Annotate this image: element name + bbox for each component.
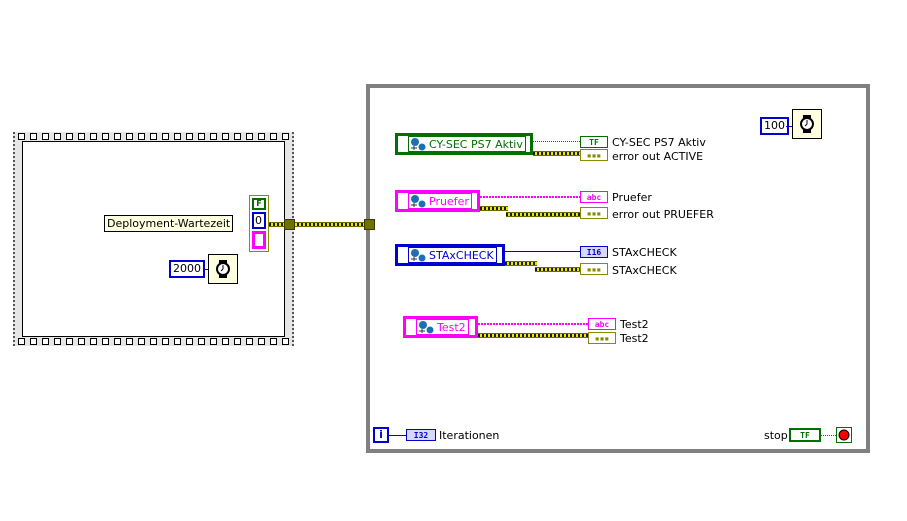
error-wire-sequence-to-loop <box>269 222 369 227</box>
iteration-indicator[interactable]: I32 <box>406 429 436 441</box>
iteration-label: Iterationen <box>439 429 500 442</box>
error-indicator-test2[interactable]: ▪▪▪ <box>588 332 616 344</box>
error-wire-test2 <box>478 333 588 338</box>
stop-terminal[interactable] <box>836 427 852 443</box>
loop-wait-ms-constant[interactable]: 100 <box>760 117 789 135</box>
wire-loop-wait <box>786 126 793 127</box>
network-globe-icon <box>411 195 426 208</box>
shared-variable-node-pruefer[interactable]: Pruefer <box>395 190 480 212</box>
error-indicator-staxcheck[interactable]: ▪▪▪ <box>580 263 608 275</box>
network-globe-icon <box>411 249 426 262</box>
string-indicator-pruefer[interactable]: abc <box>580 191 608 203</box>
cluster-string-constant[interactable] <box>252 231 266 249</box>
node-name: Test2 <box>437 320 466 334</box>
stop-label: stop <box>764 429 788 442</box>
loop-wait-function[interactable] <box>792 109 822 139</box>
stop-control[interactable]: TF <box>789 428 821 442</box>
stop-terminal-icon <box>838 429 850 441</box>
error-wire-cy-sec <box>533 151 580 156</box>
wait-function[interactable] <box>208 254 238 284</box>
indicator-label-error-active: error out ACTIVE <box>612 150 704 163</box>
film-strip-top <box>15 132 292 141</box>
shared-variable-node-staxcheck[interactable]: STAxCHECK <box>395 244 505 266</box>
sequence-tunnel[interactable] <box>284 219 295 230</box>
i16-indicator-staxcheck[interactable]: I16 <box>580 246 608 258</box>
indicator-label-cy-sec: CY-SEC PS7 Aktiv <box>612 136 706 149</box>
i16-wire-staxcheck <box>505 251 580 252</box>
string-indicator-test2[interactable]: abc <box>588 318 616 330</box>
string-wire-test2 <box>478 323 588 325</box>
bool-indicator-cy-sec[interactable]: TF <box>580 136 608 148</box>
error-indicator-active[interactable]: ▪▪▪ <box>580 149 608 161</box>
sequence-frame-content <box>22 141 285 337</box>
node-name: CY-SEC PS7 Aktiv <box>429 137 523 151</box>
loop-input-tunnel[interactable] <box>364 219 375 230</box>
iteration-terminal[interactable]: i <box>373 427 389 443</box>
wristwatch-icon <box>800 115 814 133</box>
indicator-label-error-pruefer: error out PRUEFER <box>612 208 714 221</box>
error-cluster-constant[interactable]: F 0 <box>249 195 269 252</box>
indicator-label-pruefer: Pruefer <box>612 191 652 204</box>
wait-ms-constant[interactable]: 2000 <box>169 260 205 278</box>
node-name: Pruefer <box>429 194 469 208</box>
bool-wire-stop <box>821 435 836 437</box>
indicator-label-staxcheck: STAxCHECK <box>612 246 677 259</box>
cluster-bool-constant[interactable]: F <box>252 198 266 210</box>
error-wire-staxcheck-b <box>535 267 580 272</box>
wristwatch-icon <box>216 260 230 278</box>
cluster-num-constant[interactable]: 0 <box>252 212 266 229</box>
indicator-label-error-test2: Test2 <box>620 332 649 345</box>
film-strip-bottom <box>15 337 292 346</box>
shared-variable-node-cy-sec[interactable]: CY-SEC PS7 Aktiv <box>395 133 533 155</box>
network-globe-icon <box>411 138 426 151</box>
shared-variable-node-test2[interactable]: Test2 <box>403 316 478 338</box>
indicator-label-test2: Test2 <box>620 318 649 331</box>
network-globe-icon <box>419 321 434 334</box>
string-wire-pruefer <box>480 196 580 198</box>
deployment-wait-label: Deployment-Wartezeit <box>104 215 234 232</box>
flat-sequence-frame[interactable] <box>13 132 294 346</box>
error-indicator-pruefer[interactable]: ▪▪▪ <box>580 207 608 219</box>
wire-iteration <box>389 435 406 436</box>
bool-wire-cy-sec <box>533 141 580 143</box>
error-wire-staxcheck-a <box>505 261 537 266</box>
node-name: STAxCHECK <box>429 248 494 262</box>
error-wire-pruefer-b <box>506 212 580 217</box>
indicator-label-error-staxcheck: STAxCHECK <box>612 264 677 277</box>
wire-wait-ms <box>203 269 209 270</box>
error-wire-pruefer-a <box>480 206 508 211</box>
